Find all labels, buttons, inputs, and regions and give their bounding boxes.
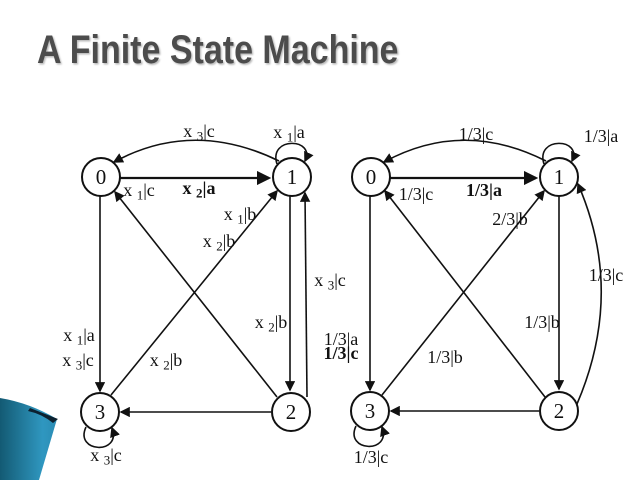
label-left-edge-0-3-first: x 1|a [63,325,95,348]
label-right-edge-1-2: 1/3|b [524,312,560,332]
label-right-edge-2-0: 1/3|b [427,347,463,367]
state-right-2 [539,391,579,431]
state-left-3 [80,392,120,432]
label-right-edge-2-1: 1/3|c [589,265,624,285]
label-left-arc-1-0: x 3|c [183,121,215,144]
state-left-0 [81,157,121,197]
label-right-edge-3-1: 2/3|b [492,209,528,229]
label-right-edge-0-3-first: 1/3|a [324,329,359,349]
corner-decoration [0,398,58,480]
edge-right-2-to-1-arc [576,182,603,405]
state-left-1 [272,157,312,197]
label-left-edge-0-1-second: x 2|a [183,178,216,201]
corner-dark-edge [28,408,58,423]
state-left-3-label: 3 [95,400,106,424]
slide-title: A Finite State Machine [37,28,399,72]
label-left-edge-2-0: x 2|b [150,350,183,373]
edge-right-1-self-loop [542,142,581,165]
fsm-left: 0 1 2 3 x 3|c x 1|a x 1|c x 2|a x 1|b x … [62,121,346,468]
fsm-right: 0 1 2 3 1/3|c 1/3|a 1/3|c 1/3|a 2/3|b 1/… [324,124,624,467]
state-right-2-label: 2 [554,399,565,423]
edge-left-2-to-0 [114,190,278,398]
label-left-loop-3: x 3|c [90,445,122,468]
label-left-edge-3-1-second: x 2|b [203,231,236,254]
edge-left-1-to-0-arc [112,139,280,163]
edge-right-1-to-0-arc [382,139,547,163]
corner-teal-wedge [0,398,57,480]
label-right-arc-1-0: 1/3|c [459,124,494,144]
state-right-0 [351,157,391,197]
state-right-3-label: 3 [365,399,376,423]
edge-right-3-to-1 [381,189,545,396]
label-right-loop-3: 1/3|c [354,447,389,467]
state-left-2-label: 2 [286,400,297,424]
label-left-edge-2-1: x 3|c [314,270,346,293]
state-right-0-label: 0 [366,165,377,189]
label-left-edge-1-2: x 2|b [255,312,288,335]
edge-left-2-to-1 [299,191,311,398]
state-right-1-label: 1 [554,165,565,189]
edge-right-3-self-loop [353,425,390,448]
edge-left-3-self-loop [83,426,120,449]
label-right-edge-0-1-second: 1/3|a [466,180,502,200]
label-right-edge-0-1-first: 1/3|c [399,184,434,204]
label-left-edge-3-1-first: x 1|b [224,204,257,227]
state-right-3 [350,391,390,431]
label-right-edge-0-3-second: 1/3|c [324,343,359,363]
state-left-1-label: 1 [287,165,298,189]
state-left-0-label: 0 [96,165,107,189]
state-left-2 [271,392,311,432]
label-left-loop-1: x 1|a [273,122,305,145]
edge-right-2-to-0 [384,189,546,398]
state-right-1 [539,157,579,197]
label-right-loop-1: 1/3|a [584,126,619,146]
edge-left-1-self-loop [275,142,314,165]
label-left-edge-0-3-second: x 3|c [62,350,94,373]
label-left-edge-0-1-first: x 1|c [123,180,155,203]
